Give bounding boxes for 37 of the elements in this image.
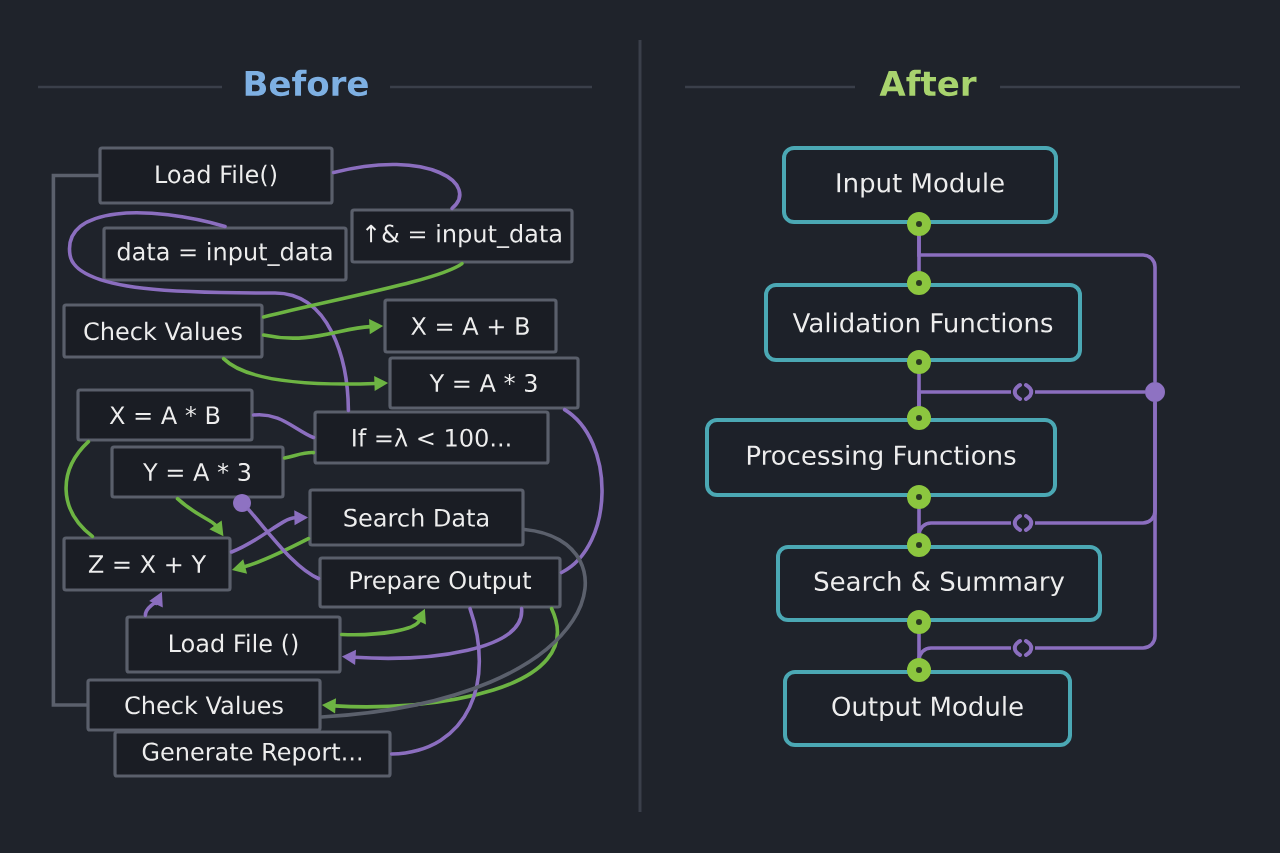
code-box: Generate Report... [113,730,392,778]
code-box: If =λ < 100... [313,410,550,465]
connector-line [319,527,587,719]
code-box: Load File () [125,615,342,674]
code-box: Load File() [98,146,334,205]
code-box: Z = X + Y [62,536,232,592]
dot-end-connector [907,485,931,557]
connector-line [251,412,316,440]
connector-line [246,507,321,581]
process-box: Processing Functions [705,418,1057,497]
dot [233,494,251,512]
code-box: Check Values [62,303,264,359]
connector-line [559,407,604,575]
connector-line [282,450,316,460]
process-box: Validation Functions [764,283,1082,362]
heading: After [879,69,977,97]
process-box: Search & Summary [776,545,1102,622]
dot-end-connector [907,212,931,295]
junction-dot [1145,382,1165,402]
code-box: Y = A * 3 [110,445,285,499]
connector-line [389,606,482,756]
code-box: Check Values [86,678,322,732]
code-box: X = A + B [383,298,558,354]
process-box: Output Module [783,670,1072,747]
connector-line [64,439,95,539]
code-box: ↑& = input_data [350,208,574,264]
connector-line [261,261,464,319]
code-box: Search Data [308,488,525,547]
connector-line [51,173,101,707]
code-box: Y = A * 3 [388,356,580,410]
code-box: X = A * B [76,388,254,442]
dot-end-connector [907,350,931,430]
process-box: Input Module [782,146,1058,224]
code-box: Prepare Output [318,556,562,609]
heading: Before [245,69,368,97]
code-box: data = input_data [102,226,348,282]
dot-end-connector [907,610,931,682]
